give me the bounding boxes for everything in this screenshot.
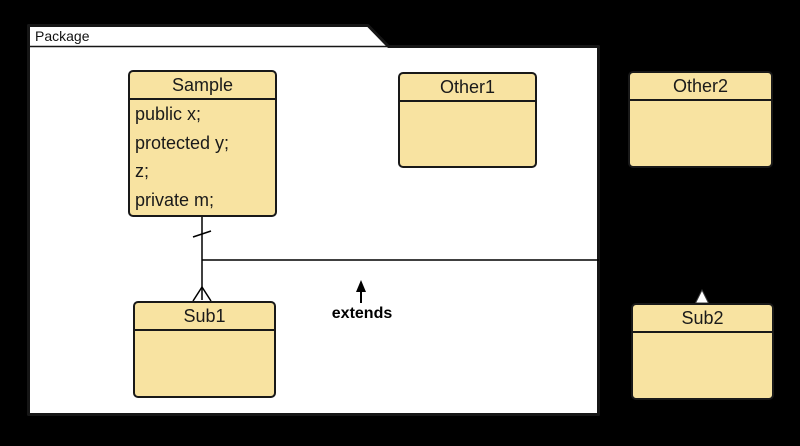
- class-attributes: [400, 102, 535, 166]
- class-title: Sub1: [135, 303, 274, 331]
- class-attribute: public x;: [135, 103, 202, 124]
- class-attributes: [135, 331, 274, 396]
- class-sample[interactable]: Sample public x; protected y; z; private…: [128, 70, 277, 217]
- class-title: Sub2: [633, 305, 772, 333]
- class-sub2[interactable]: Sub2: [631, 303, 774, 400]
- class-other2[interactable]: Other2: [628, 71, 773, 168]
- class-attributes: [630, 101, 771, 166]
- extends-arrow-icon: [356, 280, 366, 292]
- multiplicity-tick: [192, 230, 212, 238]
- class-title: Other1: [400, 74, 535, 102]
- class-other1[interactable]: Other1: [398, 72, 537, 168]
- open-arrowhead-icon: [192, 285, 212, 302]
- class-attribute: private m;: [135, 190, 215, 211]
- class-attributes: public x; protected y; z; private m;: [130, 100, 275, 215]
- class-title: Sample: [130, 72, 275, 100]
- class-sub1[interactable]: Sub1: [133, 301, 276, 398]
- class-attribute: z;: [135, 161, 150, 182]
- class-title: Other2: [630, 73, 771, 101]
- class-attributes: [633, 333, 772, 398]
- extends-label: extends: [331, 305, 393, 322]
- triangle-arrowhead-icon: [694, 288, 710, 304]
- package-label: Package: [35, 28, 90, 44]
- class-attribute: protected y;: [135, 132, 230, 153]
